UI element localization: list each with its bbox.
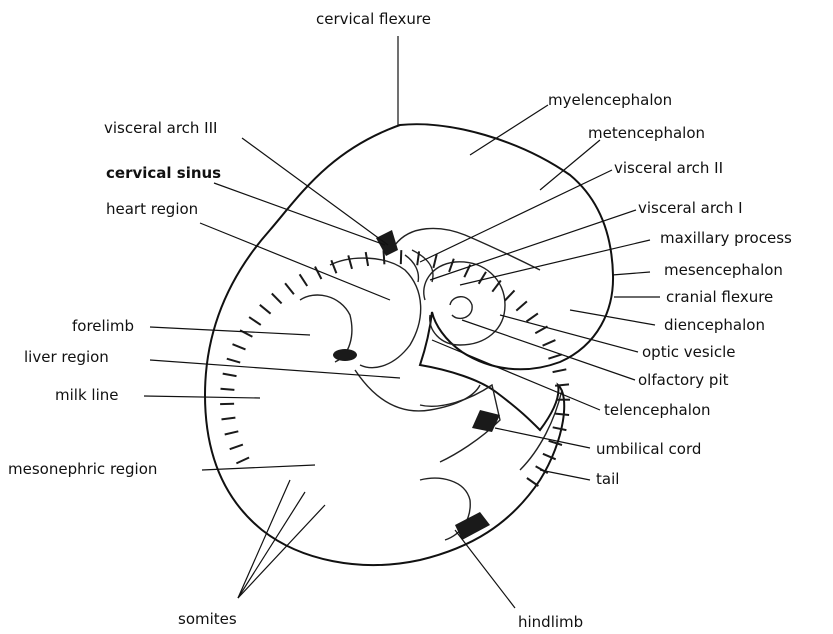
somite-mark [384, 250, 385, 264]
label-visceral-arch-3: visceral arch III [104, 119, 217, 137]
leader-hindlimb [455, 530, 515, 608]
label-cervical-flexure: cervical flexure [316, 10, 431, 28]
somite-mark [555, 414, 569, 415]
label-myelencephalon: myelencephalon [548, 91, 672, 109]
label-milk-line: milk line [55, 386, 118, 404]
label-metencephalon: metencephalon [588, 124, 705, 142]
label-hindlimb: hindlimb [518, 613, 583, 631]
embryo-outline [205, 124, 613, 565]
label-heart-region: heart region [106, 200, 198, 218]
label-olfactory-pit: olfactory pit [638, 371, 729, 389]
label-cranial-flexure: cranial flexure [666, 288, 773, 306]
label-liver-region: liver region [24, 348, 109, 366]
label-tail: tail [596, 470, 619, 488]
label-diencephalon: diencephalon [664, 316, 765, 334]
leader-mesencephalon [612, 272, 650, 275]
label-mesonephric-region: mesonephric region [8, 460, 157, 478]
somite-mark [401, 250, 402, 264]
label-somites: somites [178, 610, 237, 628]
label-umbilical-cord: umbilical cord [596, 440, 701, 458]
label-mesencephalon: mesencephalon [664, 261, 783, 279]
somite-mark [221, 389, 235, 390]
label-telencephalon: telencephalon [604, 401, 711, 419]
label-optic-vesicle: optic vesicle [642, 343, 736, 361]
label-forelimb: forelimb [72, 317, 134, 335]
label-maxillary-process: maxillary process [660, 229, 792, 247]
label-cervical-sinus: cervical sinus [106, 164, 221, 182]
forelimb-shade [333, 349, 357, 361]
label-visceral-arch-2: visceral arch II [614, 159, 723, 177]
somite-mark [555, 384, 569, 385]
label-visceral-arch-1: visceral arch I [638, 199, 743, 217]
somite-mark [553, 369, 567, 372]
leader-tail [540, 470, 590, 480]
